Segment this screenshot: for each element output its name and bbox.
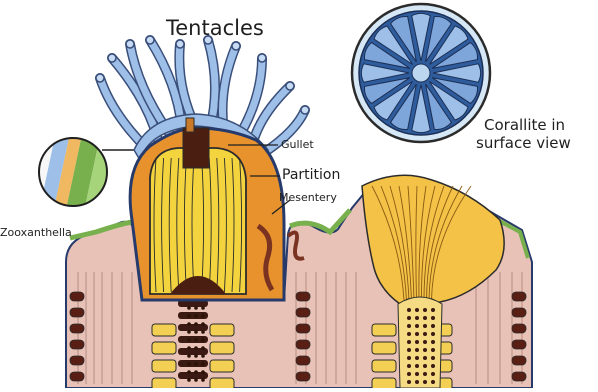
partition-label: Partition (282, 168, 340, 182)
gullet-label: Gullet (281, 139, 314, 150)
zooxanthella-label: Zooxanthella (0, 227, 72, 238)
corallite-label-line1: Corallite in (484, 118, 565, 133)
mesentery-label: Mesentery (279, 192, 337, 203)
corallite-surface-view (352, 4, 490, 142)
tentacles-label: Tentacles (166, 18, 264, 39)
zooxanthella-inset (38, 134, 134, 213)
corallite-label-line2: surface view (476, 136, 571, 151)
